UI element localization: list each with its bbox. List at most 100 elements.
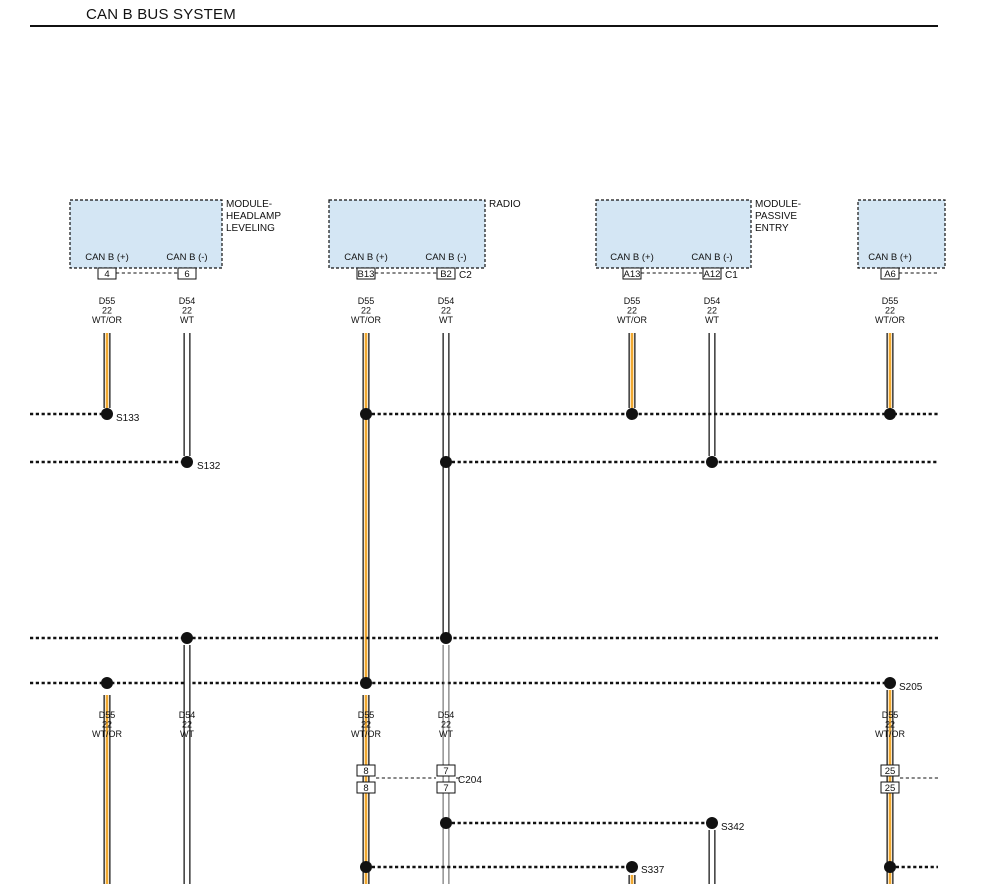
module-box-1 <box>69 199 223 269</box>
conn-25-top-box <box>880 764 900 777</box>
wire-label-3-2-2: WT <box>705 315 719 325</box>
wire-label-3-2-0: D54 <box>704 296 721 306</box>
pin-3-1: A13 <box>624 269 641 280</box>
title-rule <box>30 25 938 27</box>
splice-dot-4 <box>440 456 452 468</box>
splice-label-s133: S133 <box>116 413 140 424</box>
lower-wire-label-4-2: WT <box>439 729 453 739</box>
splice-dot-14 <box>706 817 718 829</box>
wire-label-4-1-2: WT/OR <box>875 315 905 325</box>
wire-label-1-1-2: WT/OR <box>92 315 122 325</box>
wire-label-3-2-1: 22 <box>707 306 717 316</box>
module-box-2 <box>328 199 486 269</box>
lower-wire-label-5-1: 22 <box>885 720 895 730</box>
page-title: CAN B BUS SYSTEM <box>86 6 236 23</box>
pin-label-1-2: CAN B (-) <box>166 252 207 263</box>
lower-wire-label-2-1: 22 <box>182 720 192 730</box>
module-name-3: MODULE- <box>755 199 801 210</box>
conn-c204-8-top-box <box>356 764 376 777</box>
connector-3: C1 <box>725 270 738 281</box>
conn-c204-8-top: 8 <box>363 766 368 777</box>
lower-wire-label-1-2: WT/OR <box>92 729 122 739</box>
pin-1-2: 6 <box>184 269 189 280</box>
lower-wire-label-4-1: 22 <box>441 720 451 730</box>
lower-wire-label-1-0: D55 <box>99 710 116 720</box>
module-name-1: MODULE- <box>226 199 272 210</box>
wire-label-2-1-0: D55 <box>358 296 375 306</box>
pin-label-3-1: CAN B (+) <box>610 252 654 263</box>
lower-wire-label-5-2: WT/OR <box>875 729 905 739</box>
wire-label-4-1-0: D55 <box>882 296 899 306</box>
splice-dot-9 <box>440 632 452 644</box>
lower-wire-label-1-1: 22 <box>102 720 112 730</box>
wire-label-2-2-2: WT <box>439 315 453 325</box>
pin-label-2-1: CAN B (+) <box>344 252 388 263</box>
pin-label-3-2: CAN B (-) <box>691 252 732 263</box>
wire-label-1-1-0: D55 <box>99 296 116 306</box>
pin-1-2-box <box>177 267 197 280</box>
lower-wire-label-2-2: WT <box>180 729 194 739</box>
lower-wire-label-5-0: D55 <box>882 710 899 720</box>
pin-label-4-1: CAN B (+) <box>868 252 912 263</box>
pin-3-2: A12 <box>704 269 721 280</box>
conn-c204-7-bottom-box <box>436 781 456 794</box>
conn-25-bottom: 25 <box>885 783 896 794</box>
splice-dot-2 <box>181 456 193 468</box>
lower-wire-label-3-0: D55 <box>358 710 375 720</box>
module-name-2: RADIO <box>489 199 521 210</box>
module-name-3: ENTRY <box>755 223 789 234</box>
pin-1-1: 4 <box>104 269 109 280</box>
lower-wire-label-3-1: 22 <box>361 720 371 730</box>
wire-label-3-1-2: WT/OR <box>617 315 647 325</box>
splice-label-s337: S337 <box>641 865 665 876</box>
pin-2-2: B2 <box>440 269 452 280</box>
wire-label-4-1-1: 22 <box>885 306 895 316</box>
pin-2-2-box <box>436 267 456 280</box>
splice-dot-7 <box>884 408 896 420</box>
pin-2-1: B13 <box>358 269 375 280</box>
wire-label-2-1-1: 22 <box>361 306 371 316</box>
pin-4-1: A6 <box>884 269 896 280</box>
wire-label-1-2-2: WT <box>180 315 194 325</box>
wire-label-2-2-1: 22 <box>441 306 451 316</box>
connector-2: C2 <box>459 270 472 281</box>
conn-c204-7-top-box <box>436 764 456 777</box>
module-box-3 <box>595 199 752 269</box>
splice-label-s132: S132 <box>197 461 221 472</box>
wire-label-1-2-0: D54 <box>179 296 196 306</box>
splice-dot-13 <box>440 817 452 829</box>
splice-dot-1 <box>101 408 113 420</box>
splice-dot-3 <box>360 408 372 420</box>
pin-label-1-1: CAN B (+) <box>85 252 129 263</box>
conn-c204-8-bottom-box <box>356 781 376 794</box>
wire-label-1-1-1: 22 <box>102 306 112 316</box>
wire-label-3-1-0: D55 <box>624 296 641 306</box>
splice-dot-10 <box>101 677 113 689</box>
conn-25-top: 25 <box>885 766 896 777</box>
module-box-4 <box>857 199 946 269</box>
conn-c204-7-bottom: 7 <box>443 783 448 794</box>
wire-label-3-1-1: 22 <box>627 306 637 316</box>
splice-label-s205: S205 <box>899 682 923 693</box>
splice-dot-16 <box>626 861 638 873</box>
wire-label-1-2-1: 22 <box>182 306 192 316</box>
module-name-3: PASSIVE <box>755 211 797 222</box>
pin-label-2-2: CAN B (-) <box>425 252 466 263</box>
lower-wire-label-4-0: D54 <box>438 710 455 720</box>
splice-dot-8 <box>181 632 193 644</box>
splice-dot-11 <box>360 677 372 689</box>
conn-c204-8-bottom: 8 <box>363 783 368 794</box>
wire-label-2-2-0: D54 <box>438 296 455 306</box>
pin-3-2-box <box>702 267 722 280</box>
splice-dot-15 <box>360 861 372 873</box>
module-name-1: HEADLAMP <box>226 211 281 222</box>
splice-dot-6 <box>706 456 718 468</box>
conn-c204-7-top: 7 <box>443 766 448 777</box>
conn-c204-label: C204 <box>458 775 482 786</box>
splice-dot-5 <box>626 408 638 420</box>
wire-label-2-1-2: WT/OR <box>351 315 381 325</box>
splice-label-s342: S342 <box>721 822 745 833</box>
lower-wire-label-2-0: D54 <box>179 710 196 720</box>
